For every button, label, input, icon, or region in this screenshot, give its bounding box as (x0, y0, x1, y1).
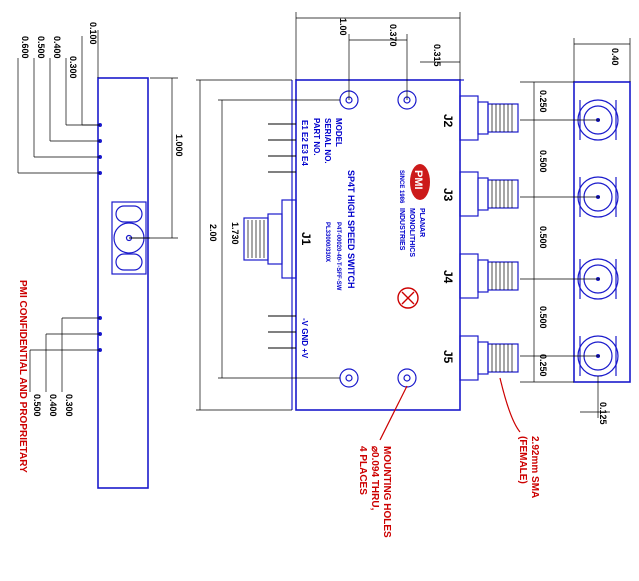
switch-title: SP4T HIGH SPEED SWITCH (346, 170, 356, 289)
model-number: P4T-00020-40-T-SFF-SW (335, 222, 341, 291)
mounting-leader-line (379, 385, 408, 441)
center-top-dimension-lines (295, 12, 461, 100)
confidential-notice: PMI CONFIDENTIAL AND PROPRIETARY (17, 280, 28, 473)
right-dim-0250-bottom: 0.250 (538, 354, 548, 377)
j1-connector (243, 199, 297, 279)
part-number: PL33000/330X (324, 222, 330, 262)
right-housing-outline (573, 81, 631, 383)
company-line-3: INDUSTRIES (398, 208, 405, 251)
label-serial: SERIAL NO. (323, 118, 332, 164)
center-dim-width: 1.00 (338, 18, 348, 36)
right-dim-0125: 0.125 (598, 402, 608, 425)
right-end-view: 0.40 0.250 0.500 0.500 0.500 0.250 0.125 (520, 38, 631, 425)
label-model: MODEL (334, 118, 343, 147)
port-label-j4: J4 (441, 270, 455, 284)
right-connector-faces (577, 99, 619, 377)
right-dim-width: 0.40 (610, 48, 620, 66)
center-height-dimension-lines (196, 79, 340, 411)
port-label-j5: J5 (441, 350, 455, 364)
left-dim-b0500: 0.500 (32, 394, 42, 417)
connector-callout-line2: (FEMALE) (517, 436, 528, 484)
center-dim-1730: 1.730 (230, 222, 240, 245)
left-height-dimension (150, 77, 178, 239)
sma-connectors (459, 95, 519, 381)
left-bottom-dimension-lines (29, 317, 100, 392)
pin-labels-power: -V GND +V (300, 318, 309, 359)
j3-connector (459, 171, 519, 217)
left-dim-b0400: 0.400 (48, 394, 58, 417)
left-housing-outline (97, 77, 149, 489)
label-part: PART NO. (312, 118, 321, 156)
center-dim-0370: 0.370 (388, 24, 398, 47)
left-dim-b0300: 0.300 (64, 394, 74, 417)
left-dim-0400: 0.400 (52, 36, 62, 59)
left-dim-0600: 0.600 (20, 36, 30, 59)
left-dim-1000: 1.000 (174, 134, 184, 157)
control-pins (268, 123, 296, 349)
port-label-j2: J2 (441, 114, 455, 128)
right-dim-0500-a: 0.500 (538, 150, 548, 173)
mounting-hole-4 (397, 368, 417, 388)
esd-symbol-icon (397, 287, 419, 309)
mounting-hole-3 (339, 368, 359, 388)
right-dim-0250-top: 0.250 (538, 90, 548, 113)
left-dim-0500: 0.500 (36, 36, 46, 59)
j5-connector (459, 335, 519, 381)
left-top-dimension-lines (17, 30, 100, 174)
mounting-callout-line3: 4 PLACES (357, 446, 368, 495)
mounting-callout-line1: MOUNTING HOLES (381, 446, 392, 538)
left-side-view: 0.100 0.300 0.400 0.500 0.600 0.300 0.40… (17, 22, 184, 489)
mounting-callout-line2: ⌀0.094 THRU, (369, 446, 380, 511)
port-label-j1: J1 (299, 232, 313, 246)
left-dim-0300: 0.300 (68, 56, 78, 79)
port-label-j3: J3 (441, 188, 455, 202)
right-dim-0500-b: 0.500 (538, 226, 548, 249)
pin-labels-control: E1 E2 E3 E4 (300, 120, 309, 166)
company-line-2: MONOLITHICS (408, 208, 415, 257)
logo-subtitle: SINCE 1986 (398, 170, 404, 204)
center-top-view: J2 J3 J4 J5 J1 E1 E2 E3 E4 -V GND +V MOD… (196, 12, 519, 411)
j4-connector (459, 253, 519, 299)
right-dim-0500-c: 0.500 (538, 306, 548, 329)
connector-callout-line1: 2.92mm SMA (529, 436, 540, 498)
left-side-connector (111, 201, 150, 275)
callouts: 2.92mm SMA (FEMALE) MOUNTING HOLES ⌀0.09… (357, 377, 540, 538)
right-dimension-lines (520, 38, 631, 418)
company-line-1: PLANAR (418, 208, 425, 237)
logo-text: PMI (412, 170, 424, 190)
center-dim-height: 2.00 (208, 224, 218, 242)
pmi-logo: PMI SINCE 1986 (398, 164, 430, 204)
j2-connector (459, 95, 519, 141)
connector-leader-line (499, 377, 521, 433)
left-dim-0100: 0.100 (88, 22, 98, 45)
center-dim-0315: 0.315 (432, 44, 442, 67)
